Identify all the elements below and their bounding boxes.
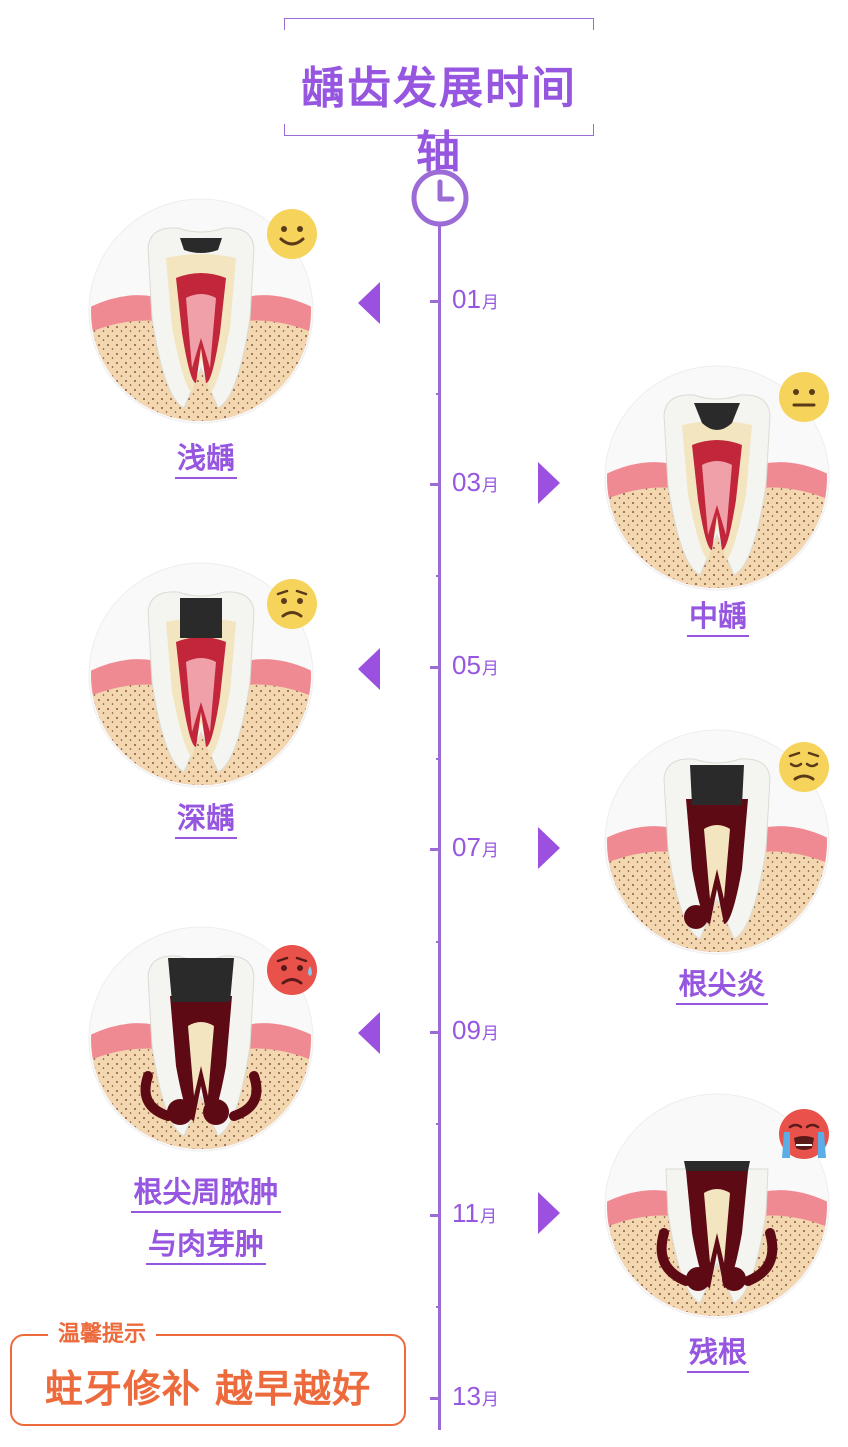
stage-label-deep: 深龋: [88, 792, 324, 844]
month-label: 07月: [452, 832, 499, 862]
tick-minor: [436, 1306, 441, 1308]
smiling-face-icon: [267, 209, 317, 259]
arrow-left-icon: [358, 648, 380, 690]
month-label: 05月: [452, 650, 499, 680]
month-label: 03月: [452, 467, 499, 497]
tooth-deep-caries: [88, 562, 314, 788]
arrow-right-icon: [538, 462, 560, 504]
timeline-axis: [438, 222, 441, 1430]
tick-minor: [436, 758, 441, 760]
stage-label-moderate: 中龋: [604, 590, 832, 642]
worried-face-icon: [267, 579, 317, 629]
stage-label-shallow: 浅龋: [88, 432, 324, 484]
tick-major: [430, 1031, 441, 1034]
tip-box: 温馨提示 蛀牙修补 越早越好: [10, 1320, 406, 1426]
tick-minor: [436, 575, 441, 577]
neutral-face-icon: [779, 372, 829, 422]
tick-minor: [436, 393, 441, 395]
clock-icon: [411, 169, 469, 227]
tick-major: [430, 483, 441, 486]
tooth-apical-periodontitis: [604, 729, 830, 955]
arrow-right-icon: [538, 1192, 560, 1234]
tip-message: 蛀牙修补 越早越好: [44, 1367, 372, 1411]
tooth-periapical-abscess: [88, 926, 314, 1152]
month-label: 09月: [452, 1015, 499, 1045]
month-label: 11月: [452, 1198, 497, 1228]
tick-major: [430, 666, 441, 669]
arrow-right-icon: [538, 827, 560, 869]
month-label: 13月: [452, 1381, 499, 1411]
arrow-left-icon: [358, 282, 380, 324]
tick-major: [430, 848, 441, 851]
stage-label-residual-root: 残根: [604, 1326, 832, 1378]
crying-red-face-icon: [779, 1109, 829, 1159]
tick-major: [430, 1397, 441, 1400]
tooth-moderate-caries: [604, 365, 830, 591]
page-title: 龋齿发展时间轴: [301, 63, 577, 178]
tip-heading: 温馨提示: [48, 1320, 157, 1350]
month-label: 01月: [452, 284, 499, 314]
stage-label-apical: 根尖炎: [604, 958, 840, 1010]
title-frame: 龋齿发展时间轴: [284, 18, 594, 178]
tick-major: [430, 1214, 441, 1217]
stage-label-abscess: 根尖周脓肿与肉芽肿: [88, 1166, 324, 1270]
tick-major: [430, 300, 441, 303]
pensive-face-icon: [779, 742, 829, 792]
tick-minor: [436, 1123, 441, 1125]
arrow-left-icon: [358, 1012, 380, 1054]
tooth-residual-root: [604, 1093, 830, 1319]
sweating-red-face-icon: [267, 945, 317, 995]
tick-minor: [436, 941, 441, 943]
tooth-shallow-caries: [88, 198, 314, 424]
